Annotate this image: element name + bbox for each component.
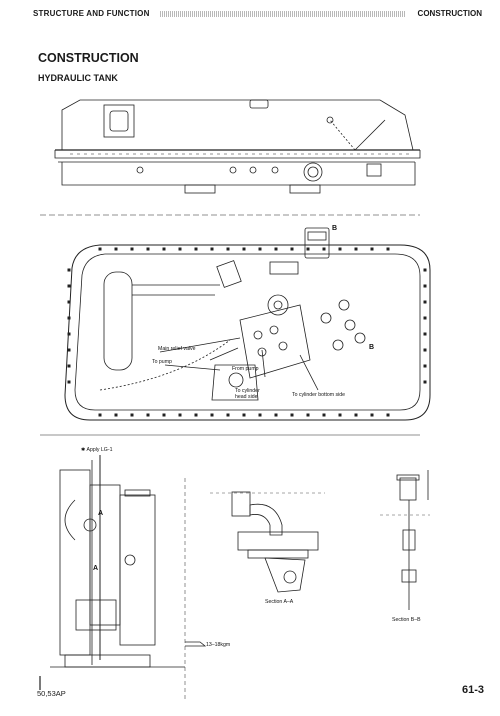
- flange-bolt: [162, 247, 166, 251]
- flange-bolt: [146, 247, 150, 251]
- label-b-marker-top: B: [332, 225, 337, 232]
- flange-bolt: [67, 300, 71, 304]
- flange-bolt: [67, 332, 71, 336]
- tank-side-elevation: [40, 99, 421, 216]
- label-to-cylinder-bottom: To cylinder bottom side: [292, 392, 345, 398]
- flange-bolt: [386, 413, 390, 417]
- flange-bolt: [178, 247, 182, 251]
- flange-bolt: [162, 413, 166, 417]
- flange-bolt: [370, 413, 374, 417]
- flange-bolt: [386, 247, 390, 251]
- page-subtitle: HYDRAULIC TANK: [38, 73, 118, 83]
- label-to-cylinder-head-1: To cylinder: [235, 388, 260, 394]
- flange-bolt: [130, 247, 134, 251]
- flange-bolt: [423, 268, 427, 272]
- flange-bolt: [114, 247, 118, 251]
- flange-bolt: [226, 247, 230, 251]
- flange-bolt: [274, 413, 278, 417]
- header-section-title: STRUCTURE AND FUNCTION: [33, 9, 150, 18]
- flange-bolt: [423, 380, 427, 384]
- flange-bolt: [178, 413, 182, 417]
- flange-bolt: [354, 247, 358, 251]
- flange-bolt: [338, 413, 342, 417]
- flange-bolt: [98, 413, 102, 417]
- flange-bolt: [67, 380, 71, 384]
- flange-bolt: [258, 247, 262, 251]
- tank-plan-view: [40, 227, 431, 436]
- flange-bolt: [210, 247, 214, 251]
- flange-bolt: [322, 247, 326, 251]
- flange-bolt: [67, 348, 71, 352]
- flange-bolt: [290, 413, 294, 417]
- flange-bolt: [423, 364, 427, 368]
- lower-left-section: [50, 455, 207, 700]
- label-a-marker-1: A: [98, 510, 103, 517]
- flange-bolt: [67, 284, 71, 288]
- label-section-aa: Section A–A: [265, 599, 294, 605]
- flange-bolt: [290, 247, 294, 251]
- flange-bolt: [423, 284, 427, 288]
- flange-bolt: [242, 247, 246, 251]
- section-aa-drawing: [210, 491, 325, 593]
- header-chapter-title: CONSTRUCTION: [417, 9, 482, 18]
- label-main-relief-valve: Main relief valve: [158, 346, 196, 352]
- flange-bolt: [194, 413, 198, 417]
- flange-bolt: [423, 348, 427, 352]
- flange-bolt: [258, 413, 262, 417]
- label-to-pump: To pump: [152, 359, 172, 365]
- header-divider-band: [160, 11, 405, 17]
- page-title: CONSTRUCTION: [38, 51, 139, 65]
- flange-bolt: [67, 268, 71, 272]
- flange-bolt: [338, 247, 342, 251]
- label-from-pump: From pump: [232, 366, 259, 372]
- label-to-cylinder-head-2: head side: [235, 394, 258, 400]
- flange-bolt: [98, 247, 102, 251]
- flange-bolt: [306, 247, 310, 251]
- flange-bolt: [423, 300, 427, 304]
- flange-bolt: [423, 316, 427, 320]
- label-torque: 13–18kgm: [206, 642, 230, 648]
- flange-bolt: [210, 413, 214, 417]
- page-number: 61-3: [461, 684, 484, 696]
- flange-bolt: [67, 364, 71, 368]
- label-a-marker-2: A: [93, 565, 98, 572]
- flange-bolt: [130, 413, 134, 417]
- label-section-bb: Section B–B: [392, 617, 421, 623]
- footer-model: 50,53AP: [37, 689, 66, 698]
- flange-bolt: [322, 413, 326, 417]
- label-apply-lg1: ✱ Apply LG-1: [81, 447, 113, 453]
- section-bb-drawing: [380, 470, 430, 610]
- flange-bolt: [146, 413, 150, 417]
- flange-bolt: [194, 247, 198, 251]
- flange-bolt: [67, 316, 71, 320]
- flange-bolt: [242, 413, 246, 417]
- flange-bolt: [226, 413, 230, 417]
- flange-bolt: [274, 247, 278, 251]
- label-b-marker-right: B: [369, 344, 374, 351]
- flange-bolt: [354, 413, 358, 417]
- flange-bolt: [114, 413, 118, 417]
- flange-bolt: [306, 413, 310, 417]
- flange-bolt: [370, 247, 374, 251]
- flange-bolt: [423, 332, 427, 336]
